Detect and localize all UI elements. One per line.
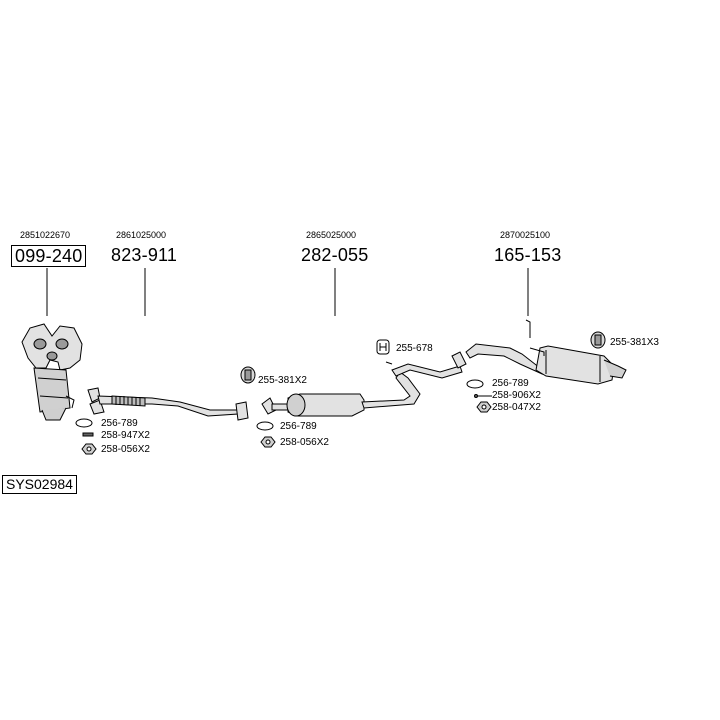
accessory-label[interactable]: 256-789: [280, 421, 317, 432]
bolt-icon: [82, 394, 492, 437]
catalytic-converter-manifold: [21, 323, 83, 421]
accessory-label[interactable]: 258-947X2: [101, 430, 150, 441]
oem-number: 2870025100: [500, 230, 551, 240]
part-number-rear-silencer[interactable]: 165-153: [494, 245, 562, 265]
rear-silencer: [451, 319, 627, 385]
accessory-label[interactable]: 255-381X2: [258, 375, 307, 386]
part-number-catalyst[interactable]: 099-240: [11, 245, 87, 267]
front-pipe: [87, 387, 249, 421]
oem-number: 2865025000: [306, 230, 357, 240]
accessory-label[interactable]: 258-047X2: [492, 402, 541, 413]
center-silencer: [261, 371, 421, 417]
oem-number: 2861025000: [116, 230, 167, 240]
accessory-label[interactable]: 256-789: [101, 418, 138, 429]
gasket-icon: [75, 379, 484, 431]
system-code-label: SYS02984: [2, 475, 77, 494]
accessory-label[interactable]: 255-678: [396, 343, 433, 354]
accessory-label[interactable]: 258-056X2: [101, 444, 150, 455]
accessory-label[interactable]: 258-056X2: [280, 437, 329, 448]
accessory-label[interactable]: 255-381X3: [610, 337, 659, 348]
rubber-mount-icon: [240, 331, 606, 384]
part-number-front-pipe[interactable]: 823-911: [111, 245, 178, 265]
h-hanger-icon: [376, 339, 390, 355]
accessory-label[interactable]: 256-789: [492, 378, 529, 389]
intermediate-pipe: [385, 361, 463, 379]
part-number-center-silencer[interactable]: 282-055: [301, 245, 369, 265]
nut-icon: [81, 401, 492, 455]
accessory-label[interactable]: 258-906X2: [492, 390, 541, 401]
oem-number: 2851022670: [20, 230, 71, 240]
